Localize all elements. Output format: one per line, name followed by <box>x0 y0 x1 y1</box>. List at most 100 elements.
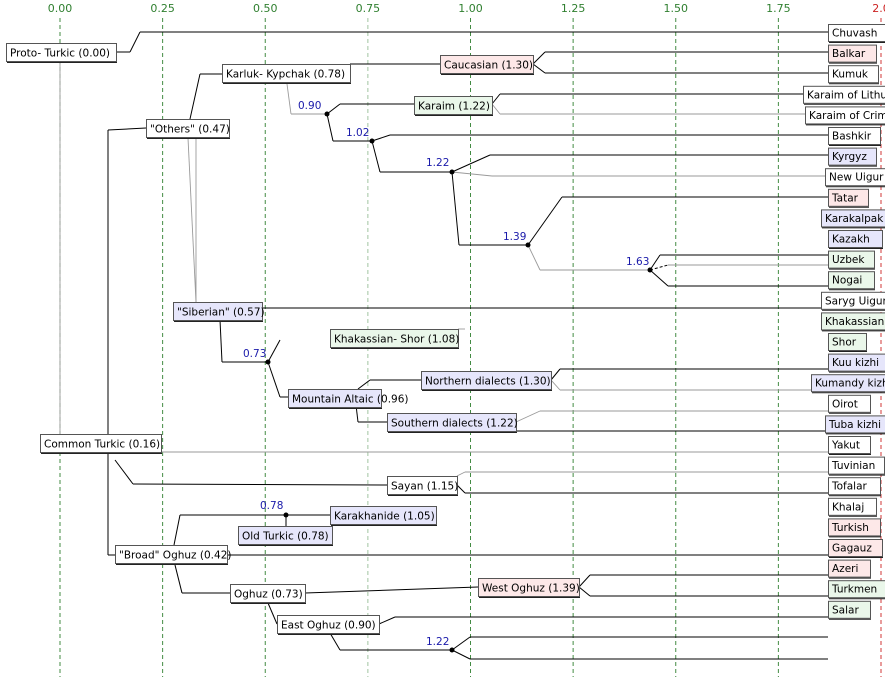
branch-edge <box>491 93 501 105</box>
node-east-oghuz-label: East Oghuz (0.90) <box>281 620 376 632</box>
leaf-balkar-frame <box>828 44 877 63</box>
leaf-kumuk-label: Kumuk <box>832 69 869 81</box>
node-others: "Others" (0.47) <box>146 119 230 139</box>
node-southern-dialects-label: Southern dialects (1.22) <box>391 418 518 430</box>
axis-tick-label: 1.75 <box>766 2 791 15</box>
node-mountain-altaic-frame <box>288 389 382 408</box>
leaf-saryg-uigur-label: Saryg Uigur <box>825 295 885 307</box>
leaf-tuba-kizhi: Tuba kizhi <box>825 415 885 435</box>
node-northern-dialects-frame <box>421 371 552 390</box>
node-broad-oghuz-label: "Broad" Oghuz (0.42) <box>119 550 231 562</box>
node-karakhanide-label: Karakhanide (1.05) <box>334 511 435 523</box>
node-others-label: "Others" (0.47) <box>150 124 230 136</box>
node-proto-turkic-frame <box>6 43 117 62</box>
node-proto-turkic: Proto- Turkic (0.00) <box>6 43 117 63</box>
branch-edge <box>329 632 341 651</box>
branch-edge <box>107 127 147 131</box>
branch-edge <box>132 483 388 486</box>
node-broad-oghuz: "Broad" Oghuz (0.42) <box>115 545 231 565</box>
node-northern-dialects: Northern dialects (1.30) <box>421 371 552 391</box>
branch-edge <box>173 514 181 546</box>
branch-edge <box>304 586 479 594</box>
leaf-turkish-frame <box>828 518 881 537</box>
node-karakhanide: Karakhanide (1.05) <box>330 506 437 526</box>
leaf-karaim-crim-label: Karaim of Crimea <box>809 110 885 122</box>
leaf-azeri: Azeri <box>828 559 871 579</box>
leaf-kazakh-frame <box>828 230 883 248</box>
node-siberian: "Siberian" (0.57) <box>173 302 265 322</box>
leaf-balkar-label: Balkar <box>832 48 866 60</box>
leaf-yakut: Yakut <box>828 436 871 455</box>
node-others-frame <box>146 119 230 138</box>
node-karluk-kypchak-label: Karluk- Kypchak (0.78) <box>226 69 345 81</box>
leaf-bashkir-frame <box>828 127 881 145</box>
node-caucasian-frame <box>440 55 534 74</box>
node-sayan: Sayan (1.15) <box>387 476 458 496</box>
leaf-khakassian: Khakassian <box>821 312 885 332</box>
node-common-turkic-frame <box>40 434 162 453</box>
leaf-uzbek: Uzbek <box>828 250 875 270</box>
node-southern-dialects-frame <box>387 413 517 432</box>
branch-edge <box>371 140 381 173</box>
leaf-turkmen-label: Turkmen <box>831 584 877 596</box>
axis-tick-label: 2.0 <box>872 2 885 15</box>
leaf-kumandy-kizhi-label: Kumandy kizhi <box>815 378 885 390</box>
leaf-uzbek-frame <box>828 250 875 269</box>
branch-edge <box>532 63 546 74</box>
leaf-khalaj-label: Khalaj <box>832 501 864 513</box>
leaf-karakalpak-frame <box>821 209 885 228</box>
leaf-kyrgyz: Kyrgyz <box>828 147 877 167</box>
branch-point-dot <box>283 512 289 518</box>
leaf-tatar-frame <box>828 188 869 207</box>
leaf-new-uigur-frame <box>825 168 885 187</box>
branch-point-dot <box>369 138 375 144</box>
node-old-turkic-label: Old Turkic (0.78) <box>242 531 329 543</box>
branch-point-value: 1.22 <box>426 157 449 169</box>
leaf-chuvash-label: Chuvash <box>832 28 877 40</box>
leaf-new-uigur: New Uigur <box>825 168 885 188</box>
branch-point-value: 1.22 <box>426 636 449 648</box>
node-broad-oghuz-frame <box>115 545 228 564</box>
leaf-tatar: Tatar <box>828 188 869 208</box>
branch-point-value: 0.73 <box>243 348 266 360</box>
branch-edge <box>456 484 466 494</box>
axis-tick-label: 0.50 <box>253 2 278 15</box>
node-common-turkic-label: Common Turkic (0.16) <box>44 439 160 451</box>
branch-edge <box>550 379 561 391</box>
node-siberian-frame <box>173 302 263 321</box>
leaf-kuu-kizhi: Kuu kizhi <box>828 353 885 373</box>
node-west-oghuz-label: West Oghuz (1.39) <box>482 583 580 595</box>
leaf-kuu-kizhi-frame <box>828 353 885 372</box>
node-karluk-kypchak-frame <box>222 64 351 83</box>
axis-tick-label: 0.75 <box>356 2 381 15</box>
node-west-oghuz-frame <box>478 578 580 597</box>
leaf-karaim-crim-frame <box>805 106 885 125</box>
leaf-salar-frame <box>828 600 871 619</box>
node-old-turkic-frame <box>238 526 333 545</box>
node-west-oghuz: West Oghuz (1.39) <box>478 578 580 598</box>
branch-edge <box>174 564 183 594</box>
leaf-bashkir: Bashkir <box>828 127 881 146</box>
leaf-yakut-label: Yakut <box>831 440 860 452</box>
branch-point-dot <box>449 647 455 653</box>
node-khakassian-shor-frame <box>330 329 459 348</box>
axis-tick-label: 1.25 <box>561 2 586 15</box>
node-caucasian-label: Caucasian (1.30) <box>444 60 533 72</box>
leaf-new-uigur-label: New Uigur <box>829 172 884 184</box>
branch-edge <box>527 196 563 246</box>
node-east-oghuz: East Oghuz (0.90) <box>277 615 380 635</box>
leaf-uzbek-label: Uzbek <box>832 254 865 266</box>
leaf-nogai-label: Nogai <box>832 275 862 287</box>
node-common-turkic: Common Turkic (0.16) <box>40 434 162 454</box>
leaf-khalaj-frame <box>828 497 877 516</box>
branch-edge <box>578 586 591 597</box>
branch-point-dot <box>265 359 271 365</box>
leaf-turkmen: Turkmen <box>828 580 885 600</box>
leaf-gagauz-label: Gagauz <box>832 543 872 555</box>
node-karaim: Karaim (1.22) <box>414 96 493 116</box>
node-khakassian-shor: Khakassian- Shor (1.08) <box>330 329 459 349</box>
branch-edge <box>267 339 281 363</box>
node-old-turkic: Old Turkic (0.78) <box>238 526 333 546</box>
leaf-shor: Shor <box>828 333 867 352</box>
node-karaim-label: Karaim (1.22) <box>418 101 490 113</box>
